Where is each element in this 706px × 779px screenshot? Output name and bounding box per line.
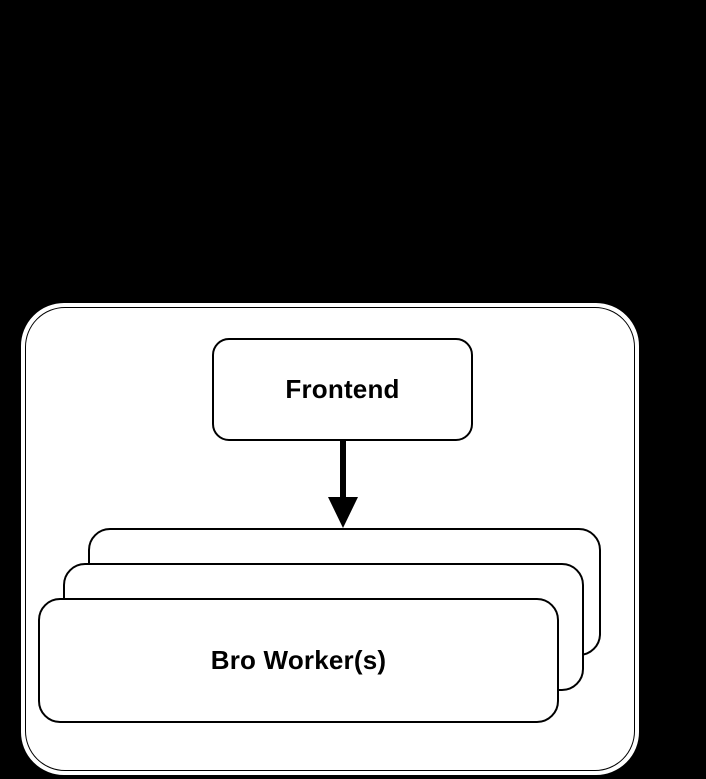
node-frontend-label: Frontend (285, 374, 400, 404)
edge-frontend-to-workers-arrowhead (328, 497, 358, 528)
node-frontend[interactable]: Frontend (212, 338, 473, 441)
node-bro-workers-label: Bro Worker(s) (210, 645, 387, 675)
node-bro-worker-stack-front[interactable]: Bro Worker(s) (38, 598, 559, 723)
edge-frontend-to-workers-shaft (340, 440, 346, 503)
